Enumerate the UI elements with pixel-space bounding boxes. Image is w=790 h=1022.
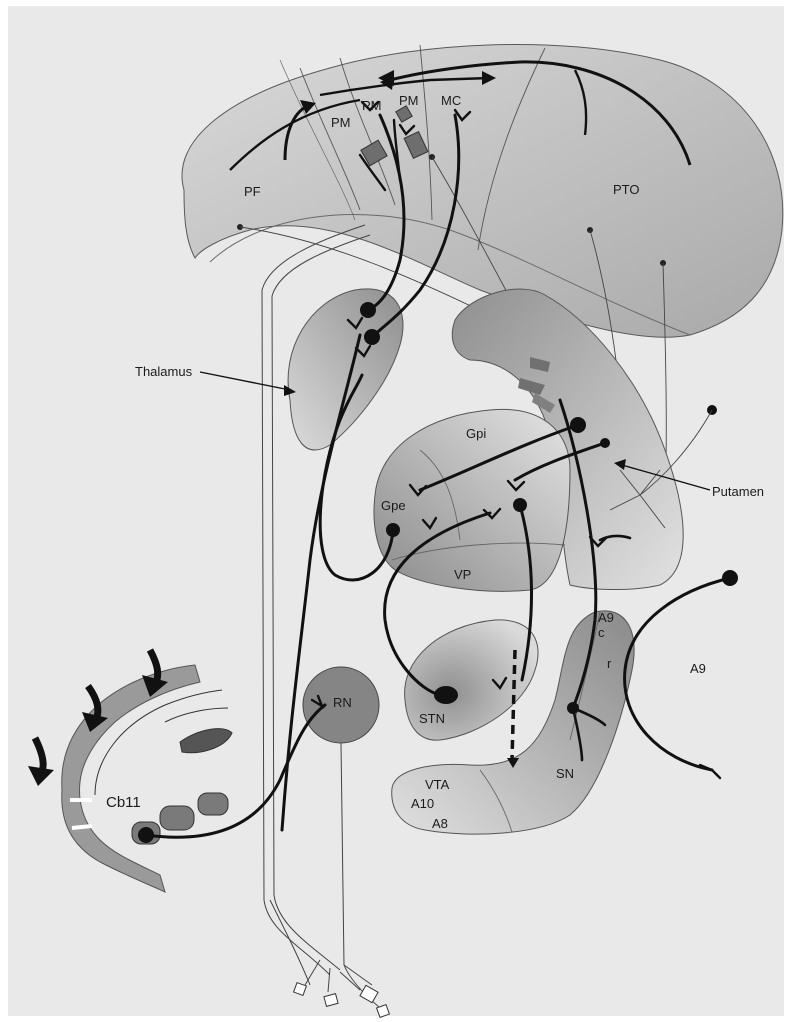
label-a8: A8 bbox=[432, 816, 448, 831]
label-pm-right: PM bbox=[399, 93, 419, 108]
label-gpe: Gpe bbox=[381, 498, 406, 513]
label-cb11: Cb11 bbox=[106, 794, 141, 811]
label-a9-sn: A9 bbox=[598, 610, 614, 625]
label-r: r bbox=[607, 656, 612, 671]
label-a9: A9 bbox=[690, 661, 706, 676]
label-sn: SN bbox=[556, 766, 574, 781]
label-vp: VP bbox=[454, 567, 471, 582]
neuron-body bbox=[567, 702, 579, 714]
neuron-body bbox=[360, 302, 376, 318]
label-stn: STN bbox=[419, 711, 445, 726]
label-pf: PF bbox=[244, 184, 261, 199]
neuron-body bbox=[386, 523, 400, 537]
label-pm-mid: PM bbox=[362, 98, 382, 113]
label-gpi: Gpi bbox=[466, 426, 486, 441]
neuron-body bbox=[570, 417, 586, 433]
neuron-body bbox=[138, 827, 154, 843]
label-thalamus: Thalamus bbox=[135, 364, 193, 379]
neuron-body bbox=[722, 570, 738, 586]
label-pm-left: PM bbox=[331, 115, 351, 130]
label-mc: MC bbox=[441, 93, 461, 108]
neuron-body bbox=[434, 686, 458, 704]
neuron-body bbox=[513, 498, 527, 512]
cerebellum-fold bbox=[72, 826, 92, 828]
label-a10: A10 bbox=[411, 796, 434, 811]
deep-nucleus bbox=[198, 793, 228, 815]
neuron-body bbox=[600, 438, 610, 448]
label-rn: RN bbox=[333, 695, 352, 710]
label-c: c bbox=[598, 625, 605, 640]
neuron-body bbox=[364, 329, 380, 345]
label-pto: PTO bbox=[613, 182, 640, 197]
label-putamen: Putamen bbox=[712, 484, 764, 499]
deep-nucleus bbox=[160, 806, 194, 830]
label-vta: VTA bbox=[425, 777, 450, 792]
